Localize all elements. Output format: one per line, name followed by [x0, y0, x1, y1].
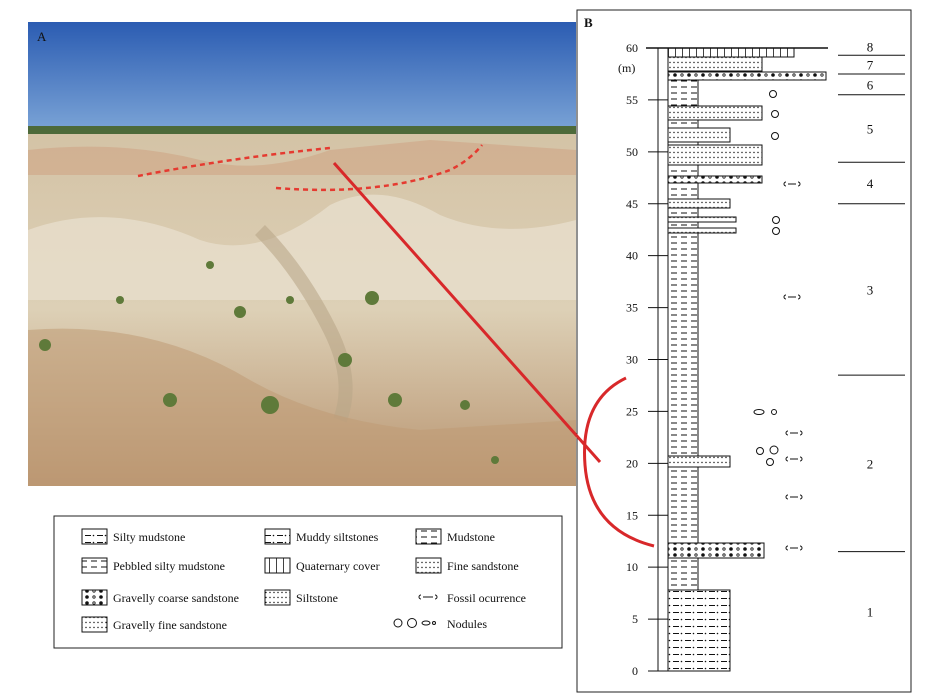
- unit-label: 1: [867, 604, 874, 619]
- nodule-icon: [769, 90, 777, 98]
- legend-swatch-gravelly-fine-sandstone: [81, 616, 108, 633]
- bed-sandstone-59m: [667, 56, 763, 72]
- horizon-vegetation: [28, 126, 576, 134]
- axis-tick-label: 60: [626, 41, 638, 55]
- bed-sandstone-43m: [667, 227, 737, 234]
- bed-coarse-58m: [667, 71, 827, 81]
- legend-swatch-mudstone: [415, 528, 442, 545]
- axis-tick-label: 25: [626, 404, 638, 418]
- legend-swatch-quaternary-cover: [264, 557, 291, 574]
- gully: [255, 225, 353, 423]
- nodule-icon: [753, 409, 765, 415]
- panel-b-label: B: [584, 15, 593, 30]
- correlation-line: [332, 162, 602, 463]
- legend-label: Quaternary cover: [296, 559, 380, 573]
- fossil-icon: [783, 181, 801, 187]
- bed-sandstone-46m: [667, 198, 731, 209]
- fossil-icon: [783, 294, 801, 300]
- bed-sandstone-55m: [667, 105, 763, 121]
- white-ridges: [28, 194, 576, 300]
- bed-sandstone-53m: [667, 127, 731, 143]
- fossil-icon: [785, 456, 803, 462]
- legend-swatch-siltstone: [264, 589, 291, 606]
- legend-label: Pebbled silty mudstone: [113, 559, 225, 573]
- panel-a-label: A: [37, 29, 47, 44]
- unit-label: 6: [867, 77, 874, 92]
- unit-label: 2: [867, 456, 874, 471]
- axis-tick-label: 55: [626, 93, 638, 107]
- fossil-icon: [785, 494, 803, 500]
- unit-label: 3: [867, 282, 874, 297]
- nodule-icon: [771, 110, 779, 118]
- legend-label: Siltstone: [296, 591, 338, 605]
- axis-tick-label: 30: [626, 353, 638, 367]
- legend-swatch-pebbled-silty-mudstone: [81, 557, 108, 574]
- correlation-bracket: [583, 376, 655, 548]
- legend-label: Fossil ocurrence: [447, 591, 526, 605]
- legend-swatch-silty-mudstone: [81, 528, 108, 545]
- unit-label: 4: [867, 176, 874, 191]
- fossil-and-nodule-marks: [753, 90, 803, 551]
- axis-tick-label: 20: [626, 456, 638, 470]
- bed-quaternary-cover: [667, 47, 795, 58]
- axis-tick-label: 15: [626, 508, 638, 522]
- legend-label: Gravelly fine sandstone: [113, 618, 227, 632]
- legend-label: Gravelly coarse sandstone: [113, 591, 239, 605]
- legend-swatch-gravelly-coarse-sandstone: [81, 589, 108, 606]
- upper-boundary-dashed: [137, 146, 331, 178]
- axis-tick-label: 35: [626, 301, 638, 315]
- shrubs: [39, 261, 499, 464]
- axis-tick-label: 5: [632, 612, 638, 626]
- legend-label: Fine sandstone: [447, 559, 519, 573]
- nodule-icon: [771, 132, 779, 140]
- foreground-slope: [28, 328, 576, 486]
- legend-swatch-fine-sandstone: [415, 557, 442, 574]
- legend-label: Muddy siltstones: [296, 530, 379, 544]
- bed-coarse-48m: [667, 175, 763, 184]
- nodule-icon: [769, 445, 779, 455]
- lower-boundary-dashed: [275, 144, 483, 192]
- fossil-icon: [785, 545, 803, 551]
- legend-label: Mudstone: [447, 530, 495, 544]
- legend-frame: [53, 515, 563, 649]
- bed-sandstone-50m: [667, 144, 763, 166]
- sky: [28, 22, 576, 130]
- nodule-icon: [772, 227, 780, 235]
- nodule-icon: [393, 618, 436, 628]
- legend-label: Silty mudstone: [113, 530, 185, 544]
- unit-label: 5: [867, 121, 874, 136]
- axis-tick-label: 10: [626, 560, 638, 574]
- photo-panel: A: [28, 22, 576, 486]
- panel-b-frame: [576, 9, 912, 693]
- fossil-icon: [785, 430, 803, 436]
- bed-coarse-sandstone: [667, 542, 765, 559]
- bed-silty-mudstone-base: [667, 589, 731, 672]
- axis-tick-label: 50: [626, 145, 638, 159]
- nodule-icon: [756, 447, 764, 455]
- nodule-icon: [772, 216, 780, 224]
- unit-divisions: 1 2 3 4 5 6 7 8: [838, 39, 905, 619]
- bed-fine-sandstone-21m: [667, 455, 731, 468]
- axis-tick-label: 45: [626, 197, 638, 211]
- axis-tick-label: 40: [626, 249, 638, 263]
- bone-icon: [418, 594, 438, 600]
- nodule-icon: [771, 409, 777, 415]
- unit-label: 8: [867, 39, 874, 54]
- axis-unit: (m): [618, 61, 635, 75]
- legend: Silty mudstone Pebbled silty mudstone Gr…: [81, 528, 526, 633]
- lithology-column: [646, 47, 828, 672]
- bed-sandstone-44m: [667, 216, 737, 223]
- nodule-icon: [766, 458, 774, 466]
- legend-label: Nodules: [447, 617, 487, 631]
- axis-ticks: 0 5 10 15 20 25 30 35 40 45 50 55 60: [626, 41, 668, 678]
- reddish-strata: [28, 140, 576, 175]
- unit-label: 7: [867, 58, 874, 73]
- axis-tick-label: 0: [632, 664, 638, 678]
- legend-swatch-muddy-siltstones: [264, 528, 291, 545]
